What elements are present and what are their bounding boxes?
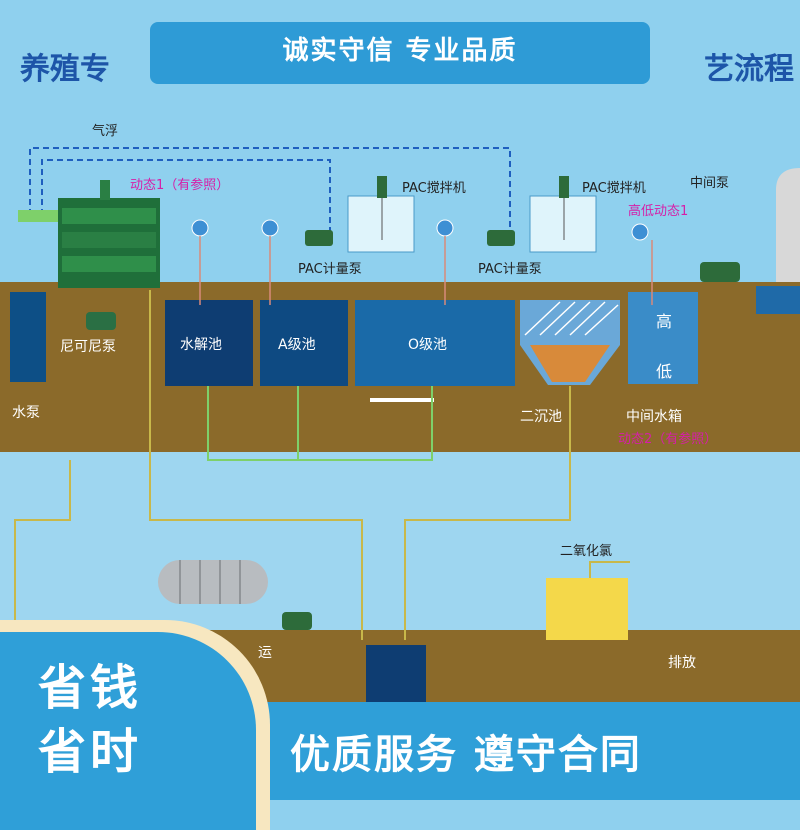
- low-level-label: 低: [656, 362, 673, 381]
- a-tank: [260, 300, 348, 386]
- corner-slogan-line1: 省钱: [38, 660, 143, 716]
- gauges: [191, 219, 649, 241]
- chlorine-dioxide-label: 二氧化氯: [560, 544, 613, 559]
- pac-mixer-2: [529, 176, 597, 253]
- hydrolysis-tank: [165, 300, 253, 386]
- high-level-label: 高: [656, 312, 673, 331]
- o-tank-label: O级池: [408, 337, 448, 353]
- middle-pump-label: 中间泵: [690, 176, 730, 191]
- nico-pump-label: 尼可尼泵: [60, 339, 116, 355]
- pac-metering-pump-1-label: PAC计量泵: [298, 262, 362, 277]
- diagram-title-left: 养殖专: [20, 52, 110, 87]
- middle-water-tank-label: 中间水箱: [626, 409, 682, 425]
- hydrolysis-tank-label: 水解池: [180, 337, 222, 353]
- dynamic2-label: 动态2（有参照）: [618, 432, 718, 447]
- pac-mixer-2-label: PAC搅拌机: [582, 181, 646, 196]
- dynamic1-label: 动态1（有参照）: [130, 178, 230, 193]
- filter-vessel: [158, 560, 268, 604]
- pac-mixer-1-label: PAC搅拌机: [402, 181, 466, 196]
- secondary-clarifier-label: 二沉池: [520, 409, 562, 425]
- right-storage-tank: [776, 168, 800, 282]
- bottom-slogan: 优质服务 遵守合同: [290, 732, 642, 778]
- sump-pit: [366, 645, 426, 705]
- a-tank-label: A级池: [278, 337, 316, 353]
- discharge-label: 排放: [668, 655, 696, 671]
- pac-metering-pump-1: [305, 230, 333, 246]
- lower-pump: [282, 612, 312, 630]
- left-tank: [10, 292, 46, 382]
- water-pump-label: 水泵: [12, 405, 40, 421]
- air-flotation-unit: [18, 180, 160, 288]
- top-banner: [150, 22, 650, 84]
- middle-pump: [700, 262, 740, 282]
- middle-sky-band: [0, 452, 800, 630]
- high-low-dynamic1-label: 高低动态1: [628, 204, 689, 219]
- middle-water-tank: [628, 292, 698, 384]
- o-tank: [355, 300, 515, 386]
- pac-mixer-1: [347, 176, 415, 253]
- nico-pump: [86, 312, 116, 330]
- top-banner-text: 诚实守信 专业品质: [282, 36, 518, 66]
- secondary-clarifier: [520, 300, 620, 385]
- chlorine-dioxide-tank: [546, 578, 628, 640]
- pac-metering-pump-2: [487, 230, 515, 246]
- corner-badge-inner: [0, 632, 256, 830]
- transport-label: 运: [258, 645, 272, 661]
- diagram-title-right: 艺流程: [704, 52, 794, 87]
- air-float-label: 气浮: [92, 124, 119, 139]
- pac-metering-pump-2-label: PAC计量泵: [478, 262, 542, 277]
- corner-slogan-line2: 省时: [38, 724, 143, 780]
